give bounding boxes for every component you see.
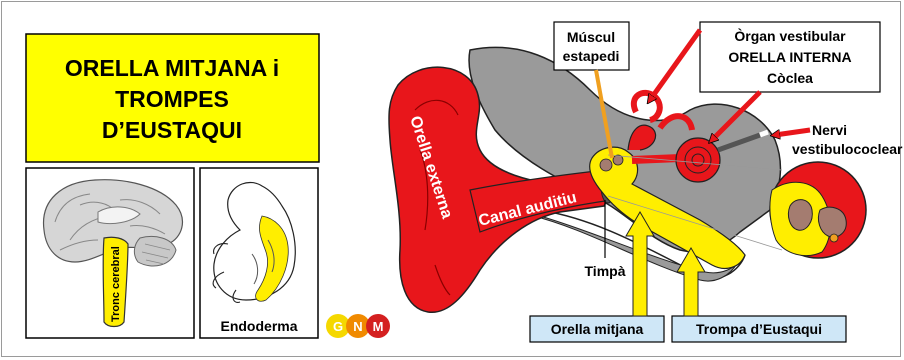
nerve-label-line-1: Nervi (812, 122, 847, 138)
title-line-3: D’EUSTAQUI (102, 117, 242, 143)
nerve-arrow (775, 130, 810, 135)
zoom-inset (770, 162, 866, 258)
brainstem-label: Tronc cerebral (110, 246, 122, 322)
muscle-label-line-2: estapedi (563, 48, 620, 64)
logo-letter-m: M (373, 319, 384, 334)
nerve-label-line-2: vestibulococlear (792, 141, 903, 157)
title-line-1: ORELLA MITJANA i (65, 55, 279, 81)
eardrum-label: Timpà (585, 263, 626, 279)
inner-label-line-2: ORELLA INTERNA (728, 49, 851, 65)
middle-ear-label: Orella mitjana (551, 321, 644, 337)
inner-label-line-1: Òrgan vestibular (734, 27, 846, 44)
eustachian-label: Trompa d’Eustaqui (696, 321, 822, 337)
cochlea (676, 138, 720, 182)
muscle-label-line-1: Múscul (567, 29, 615, 45)
title-line-2: TROMPES (115, 86, 229, 112)
inner-label-line-3: Còclea (767, 70, 813, 86)
endoderm-label: Endoderma (220, 318, 297, 334)
logo-letter-g: G (333, 319, 343, 334)
gnm-logo: G N M (326, 314, 390, 338)
logo-letter-n: N (353, 319, 362, 334)
vestibular-arrow (650, 30, 700, 100)
